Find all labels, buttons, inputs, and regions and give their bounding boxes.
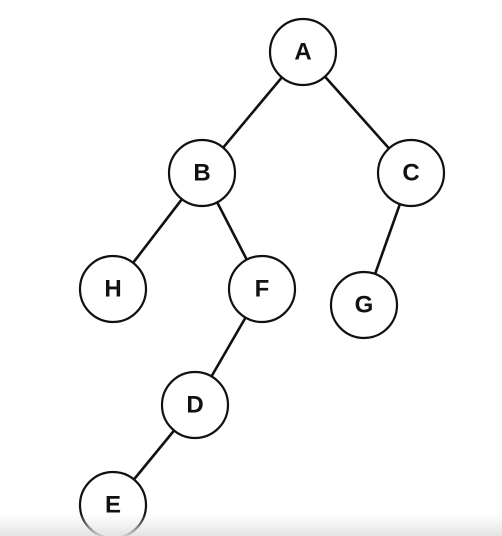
node-f: F (227, 254, 297, 324)
edge-a-c (323, 75, 391, 150)
edge-c-g (373, 202, 402, 276)
node-circle-c (376, 138, 446, 208)
node-label-h: H (104, 275, 121, 302)
node-circle-h (78, 254, 148, 324)
edge-b-h (131, 197, 184, 265)
node-circle-b (167, 138, 237, 208)
edge-a-b (221, 76, 284, 149)
node-circle-f (227, 254, 297, 324)
node-label-d: D (186, 391, 203, 418)
edge-d-e (132, 429, 176, 481)
node-label-b: B (193, 159, 210, 186)
node-label-a: A (294, 38, 311, 65)
edges-layer (131, 75, 402, 481)
node-label-g: G (355, 291, 374, 318)
node-a: A (268, 17, 338, 87)
node-d: D (160, 370, 230, 440)
edge-b-f (215, 201, 249, 262)
node-g: G (329, 270, 399, 340)
edge-f-d (210, 316, 247, 378)
node-b: B (167, 138, 237, 208)
nodes-layer: A B C H F G D E (78, 17, 446, 536)
node-label-e: E (105, 491, 121, 518)
bottom-fade (0, 514, 502, 536)
node-label-c: C (402, 159, 419, 186)
node-label-f: F (255, 275, 270, 302)
node-circle-a (268, 17, 338, 87)
node-circle-g (329, 270, 399, 340)
node-h: H (78, 254, 148, 324)
node-c: C (376, 138, 446, 208)
node-circle-d (160, 370, 230, 440)
